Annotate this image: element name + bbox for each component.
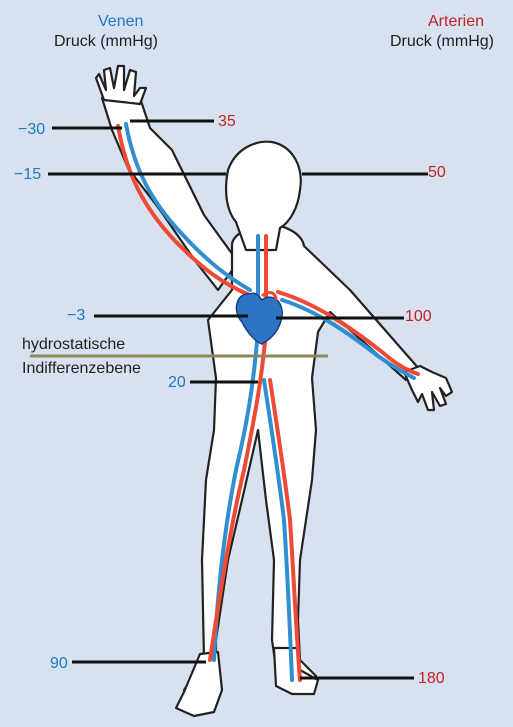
- arteries-subtitle: Druck (mmHg): [390, 33, 494, 51]
- artery-pressure-heart: 100: [405, 308, 432, 326]
- artery-pressure-hand: 35: [218, 113, 236, 131]
- raised-hand: [96, 66, 146, 104]
- artery-pressure-foot: 180: [418, 670, 445, 688]
- vein-pressure-shoulder: −15: [14, 166, 41, 184]
- torso: [184, 224, 420, 700]
- indifference-plane-label-line2: Indifferenzebene: [22, 360, 141, 378]
- vein-pressure-hand: −30: [18, 121, 45, 139]
- vein-pressure-foot: 90: [50, 655, 68, 673]
- vein-pressure-heart: −3: [67, 307, 85, 325]
- veins-subtitle: Druck (mmHg): [54, 33, 158, 51]
- body-silhouette: [96, 66, 452, 716]
- indifference-plane-label-line1: hydrostatische: [22, 336, 125, 354]
- vein-pressure-abdomen: 20: [168, 374, 186, 392]
- veins-title: Venen: [98, 13, 143, 31]
- arteries-title: Arterien: [428, 13, 484, 31]
- artery-pressure-shoulder: 50: [428, 164, 446, 182]
